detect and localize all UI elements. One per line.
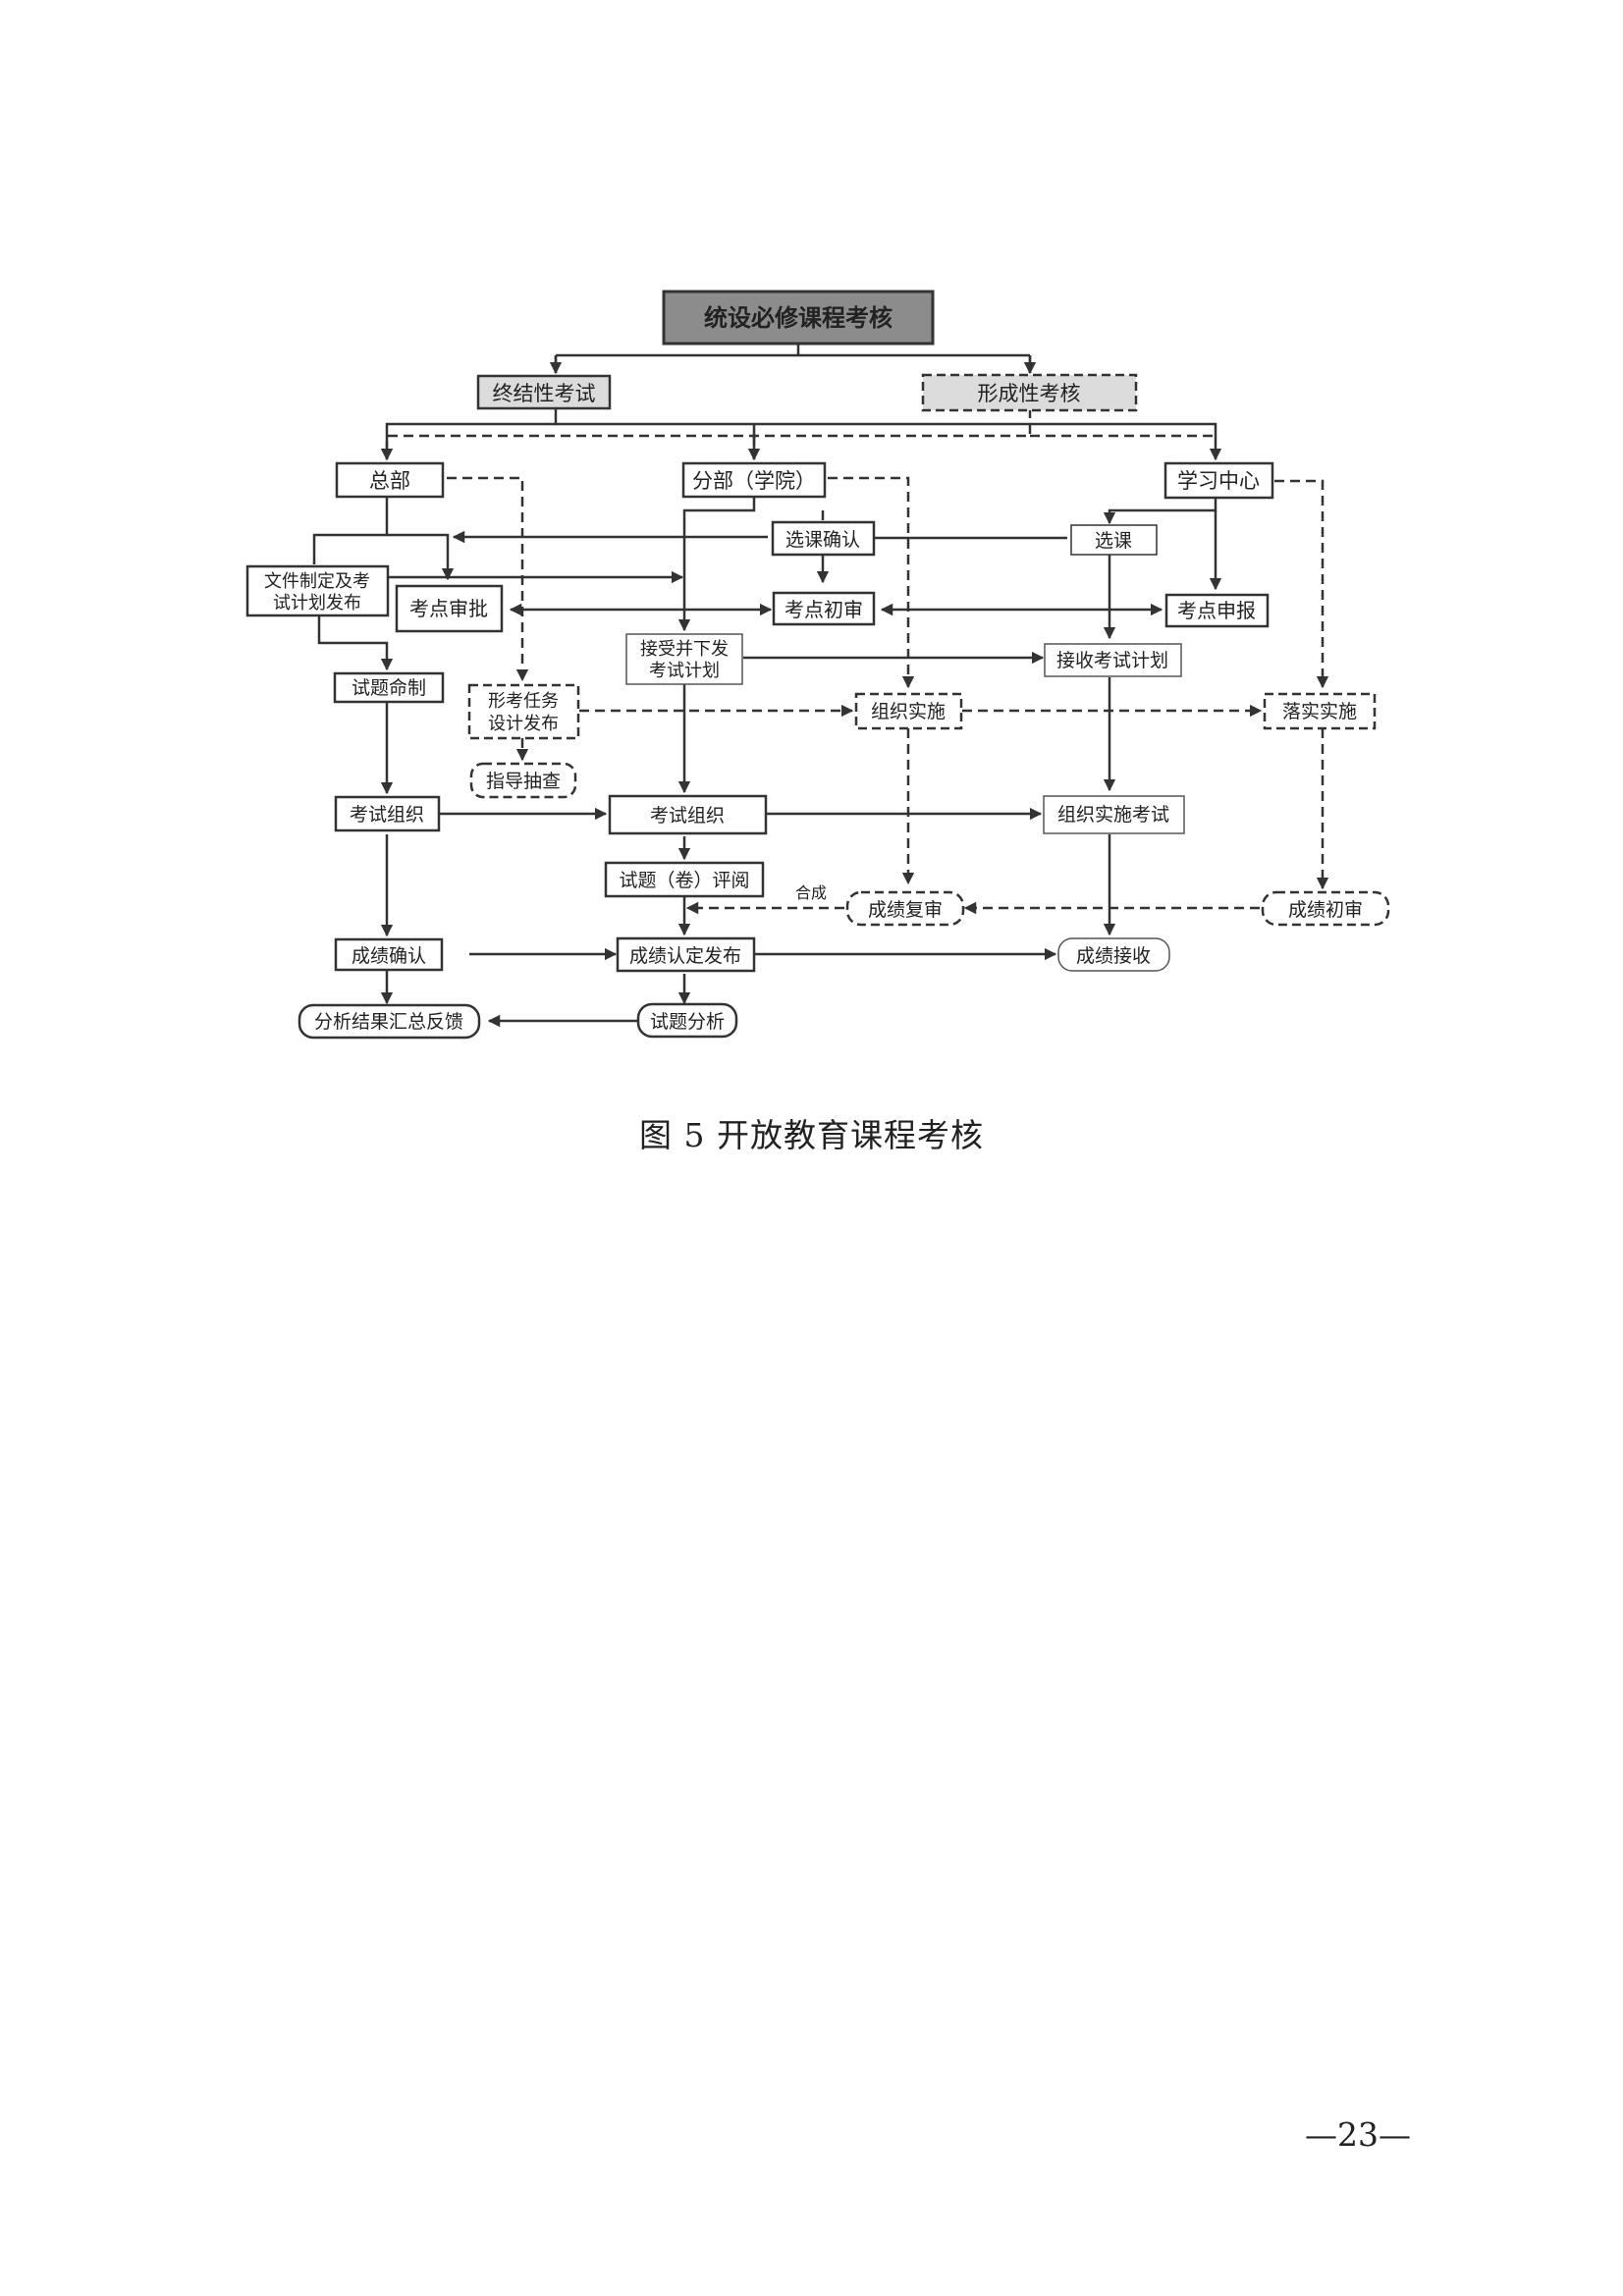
- figure-caption: 图 5 开放教育课程考核: [639, 1116, 984, 1154]
- node-score-confirm: 成绩确认: [334, 937, 444, 972]
- node-org-impl: 组织实施: [854, 692, 963, 730]
- score-receive-label: 成绩接收: [1076, 945, 1151, 967]
- node-item-analysis: 试题分析: [636, 1002, 738, 1039]
- node-formative: 形成性考核: [921, 373, 1138, 412]
- root-split-connector: [554, 344, 1032, 373]
- course-select-label: 选课: [1095, 530, 1132, 552]
- center-to-select: [1103, 496, 1217, 525]
- org-impl-label: 组织实施: [871, 701, 946, 722]
- guide-check-label: 指导抽查: [486, 771, 561, 792]
- item-write-label: 试题命制: [352, 677, 426, 699]
- score-publish-label: 成绩认定发布: [629, 945, 741, 967]
- node-score-recheck: 成绩复审: [845, 890, 965, 927]
- node-summative: 终结性考试: [476, 374, 612, 410]
- page-number: —23—: [1305, 2115, 1411, 2154]
- site-apply-label: 考点申报: [1177, 599, 1256, 622]
- node-root: 统设必修课程考核: [662, 290, 935, 346]
- recv-issue-line2: 考试计划: [649, 661, 720, 681]
- node-doc-plan: 文件制定及考 试计划发布: [245, 564, 390, 617]
- node-item-write: 试题命制: [333, 671, 445, 704]
- node-score-publish: 成绩认定发布: [616, 936, 756, 973]
- branch-to-recvissue: [677, 496, 756, 632]
- merge-label: 合成: [795, 883, 827, 902]
- node-score-receive: 成绩接收: [1057, 937, 1170, 972]
- hq-to-siteapprove: [387, 533, 455, 581]
- node-hq: 总部: [335, 461, 445, 499]
- score-recheck-label: 成绩复审: [868, 899, 943, 921]
- summative-label: 终结性考试: [493, 382, 596, 405]
- exam-org-hq-label: 考试组织: [350, 804, 424, 826]
- node-site-approve: 考点审批: [395, 584, 504, 633]
- result-feedback-label: 分析结果汇总反馈: [314, 1011, 463, 1033]
- node-carry-impl: 落实实施: [1263, 692, 1377, 730]
- site-approve-label: 考点审批: [409, 597, 488, 620]
- node-center: 学习中心: [1163, 461, 1274, 500]
- branch-to-orgimpl: [828, 476, 915, 689]
- summative-to-hq: [380, 406, 558, 461]
- exam-org-branch-label: 考试组织: [650, 805, 725, 827]
- center-to-carryimpl: [1274, 479, 1329, 689]
- hq-label: 总部: [369, 469, 410, 493]
- carry-impl-label: 落实实施: [1282, 701, 1357, 722]
- root-label: 统设必修课程考核: [704, 304, 893, 332]
- node-exam-org-branch: 考试组织: [608, 794, 768, 835]
- hq-to-docplan: [312, 496, 389, 564]
- course-confirm-label: 选课确认: [785, 529, 860, 551]
- connectors: [312, 344, 1222, 1028]
- score-initial-label: 成绩初审: [1288, 899, 1363, 921]
- node-org-exam: 组织实施考试: [1043, 795, 1185, 834]
- formative-label: 形成性考核: [978, 382, 1081, 405]
- node-guide-check: 指导抽查: [469, 762, 577, 799]
- doc-plan-line1: 文件制定及考: [264, 571, 370, 592]
- docplan-to-itemwrite: [317, 614, 394, 671]
- doc-plan-line2: 试计划发布: [273, 593, 361, 614]
- center-label: 学习中心: [1177, 469, 1260, 493]
- recv-issue-line1: 接受并下发: [640, 639, 729, 660]
- node-branch: 分部（学院）: [681, 461, 827, 499]
- node-exam-org-hq: 考试组织: [334, 795, 441, 832]
- formative-to-hq: [380, 408, 1032, 461]
- node-score-initial: 成绩初审: [1261, 890, 1390, 927]
- hq-to-formtask: [447, 476, 529, 682]
- score-confirm-label: 成绩确认: [352, 945, 426, 967]
- form-task-line2: 设计发布: [488, 714, 559, 734]
- node-result-feedback: 分析结果汇总反馈: [298, 1003, 481, 1040]
- node-site-apply: 考点申报: [1164, 593, 1270, 628]
- org-exam-label: 组织实施考试: [1057, 804, 1169, 826]
- node-site-prelim: 考点初审: [772, 591, 876, 626]
- paper-review-label: 试题（卷）评阅: [619, 870, 749, 891]
- flowchart-diagram: 统设必修课程考核 终结性考试 形成性考核 总部 分部（学院） 学习中心: [245, 290, 1390, 1040]
- node-form-task: 形考任务 设计发布: [467, 683, 580, 740]
- node-recv-issue: 接受并下发 考试计划: [625, 633, 743, 685]
- site-prelim-label: 考点初审: [784, 598, 863, 621]
- dashed-connectors: [380, 408, 1329, 915]
- form-task-line1: 形考任务: [488, 691, 559, 712]
- item-analysis-label: 试题分析: [650, 1011, 725, 1033]
- summative-to-center: [556, 422, 1222, 461]
- node-course-confirm: 选课确认: [771, 520, 876, 557]
- node-recv-plan: 接收考试计划: [1044, 643, 1182, 677]
- recv-plan-label: 接收考试计划: [1056, 650, 1168, 671]
- branch-label: 分部（学院）: [692, 469, 816, 493]
- node-paper-review: 试题（卷）评阅: [604, 861, 765, 898]
- node-course-select: 选课: [1070, 524, 1158, 556]
